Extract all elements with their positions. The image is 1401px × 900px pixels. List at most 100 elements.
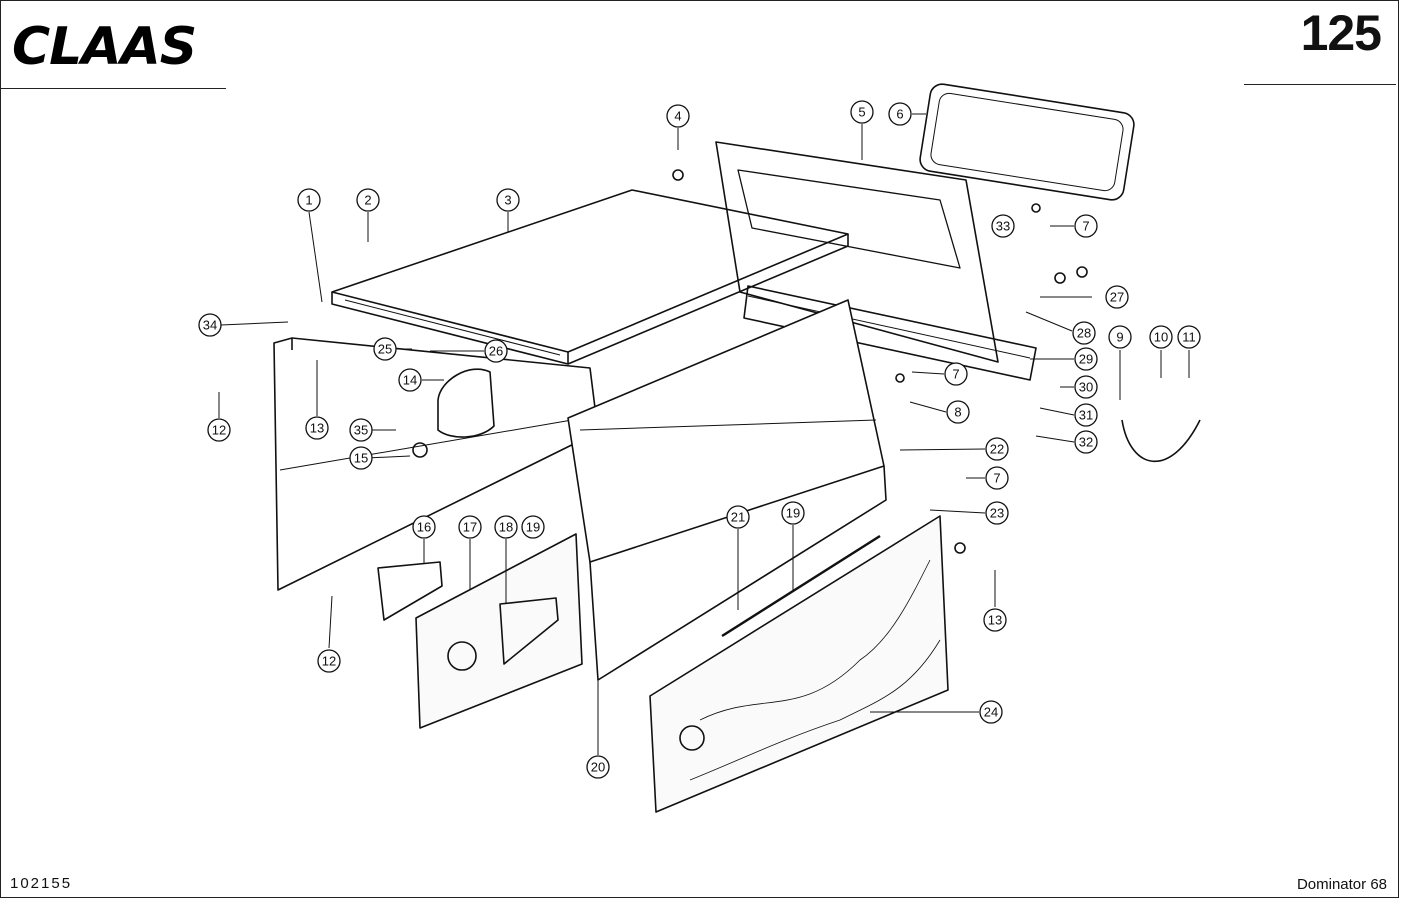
callout-7a: 7 (1074, 214, 1098, 238)
plate-16 (377, 561, 443, 621)
callout-5: 5 (850, 100, 874, 124)
callout-12b: 12 (317, 649, 341, 673)
svg-text:9: 9 (1116, 330, 1123, 345)
svg-text:14: 14 (403, 373, 417, 388)
callout-21: 21 (726, 505, 750, 529)
callout-10: 10 (1149, 325, 1173, 349)
rail-21 (721, 534, 881, 638)
svg-text:8: 8 (954, 405, 961, 420)
callout-6: 6 (888, 102, 912, 126)
brand-text: CLAAS (12, 17, 196, 72)
svg-text:30: 30 (1079, 380, 1093, 395)
svg-text:27: 27 (1110, 290, 1124, 305)
svg-text:15: 15 (354, 451, 368, 466)
callout-19a: 19 (521, 515, 545, 539)
callout-35: 35 (349, 418, 373, 442)
svg-text:19: 19 (786, 506, 800, 521)
svg-text:12: 12 (322, 654, 336, 669)
callout-7c: 7 (985, 466, 1009, 490)
svg-text:7: 7 (952, 367, 959, 382)
drawing-id: 102155 (10, 875, 73, 892)
svg-text:23: 23 (990, 506, 1004, 521)
callout-32: 32 (1074, 430, 1098, 454)
plate-18 (499, 597, 559, 665)
insulation-panel-left (415, 533, 583, 729)
callout-34: 34 (198, 313, 222, 337)
callout-24: 24 (979, 700, 1003, 724)
svg-text:7: 7 (993, 471, 1000, 486)
callout-11: 11 (1177, 325, 1201, 349)
page-number: 125 (1300, 5, 1382, 61)
callout-26: 26 (484, 339, 508, 363)
rear-frame (715, 141, 999, 363)
callout-3: 3 (496, 188, 520, 212)
svg-text:1: 1 (305, 193, 312, 208)
svg-text:26: 26 (489, 344, 503, 359)
svg-text:35: 35 (354, 423, 368, 438)
svg-text:21: 21 (731, 510, 745, 525)
callout-7b: 7 (944, 362, 968, 386)
callout-31: 31 (1074, 403, 1098, 427)
callout-33: 33 (991, 214, 1015, 238)
callout-28: 28 (1072, 321, 1096, 345)
left-side-panel (273, 337, 599, 591)
claas-logo: CLAAS (12, 17, 197, 72)
window-glass (919, 83, 1135, 201)
svg-text:5: 5 (858, 105, 865, 120)
svg-text:3: 3 (504, 193, 511, 208)
svg-text:11: 11 (1182, 330, 1196, 345)
svg-text:17: 17 (463, 520, 477, 535)
callout-13a: 13 (305, 416, 329, 440)
callout-18: 18 (494, 515, 518, 539)
svg-text:19: 19 (526, 520, 540, 535)
callout-13b: 13 (983, 608, 1007, 632)
svg-text:31: 31 (1079, 408, 1093, 423)
callout-25: 25 (373, 337, 397, 361)
leader-lines (218, 113, 1190, 755)
cross-member (743, 285, 1037, 381)
svg-text:18: 18 (499, 520, 513, 535)
callout-4: 4 (666, 104, 690, 128)
callout-30: 30 (1074, 375, 1098, 399)
callout-22: 22 (985, 437, 1009, 461)
roof-panel (331, 189, 849, 353)
callout-17: 17 (458, 515, 482, 539)
callout-8: 8 (946, 400, 970, 424)
svg-text:32: 32 (1079, 435, 1093, 450)
svg-text:28: 28 (1077, 326, 1091, 341)
svg-text:25: 25 (378, 342, 392, 357)
svg-text:20: 20 (591, 760, 605, 775)
callout-23: 23 (985, 501, 1009, 525)
callout-15: 15 (349, 446, 373, 470)
callout-29: 29 (1074, 347, 1098, 371)
svg-text:24: 24 (984, 705, 998, 720)
air-duct (437, 368, 495, 438)
svg-text:13: 13 (310, 421, 324, 436)
header-rule-left (0, 88, 226, 89)
fitting-15 (412, 442, 428, 458)
callout-12a: 12 (207, 418, 231, 442)
svg-text:10: 10 (1154, 330, 1168, 345)
center-panel (567, 299, 885, 563)
svg-text:16: 16 (417, 520, 431, 535)
svg-text:13: 13 (988, 613, 1002, 628)
svg-text:29: 29 (1079, 352, 1093, 367)
callout-20: 20 (586, 755, 610, 779)
callout-1: 1 (297, 188, 321, 212)
callout-14: 14 (398, 368, 422, 392)
callout-19b: 19 (781, 501, 805, 525)
svg-text:2: 2 (364, 193, 371, 208)
svg-text:22: 22 (990, 442, 1004, 457)
svg-text:34: 34 (203, 318, 217, 333)
safety-cable (1121, 419, 1201, 463)
model-name: Dominator 68 (1296, 876, 1387, 893)
callout-16: 16 (412, 515, 436, 539)
svg-text:6: 6 (896, 107, 903, 122)
svg-text:4: 4 (674, 109, 681, 124)
svg-text:7: 7 (1082, 219, 1089, 234)
svg-text:33: 33 (996, 219, 1010, 234)
header-rule-right (1244, 84, 1396, 85)
parts-drawing (273, 83, 1201, 813)
